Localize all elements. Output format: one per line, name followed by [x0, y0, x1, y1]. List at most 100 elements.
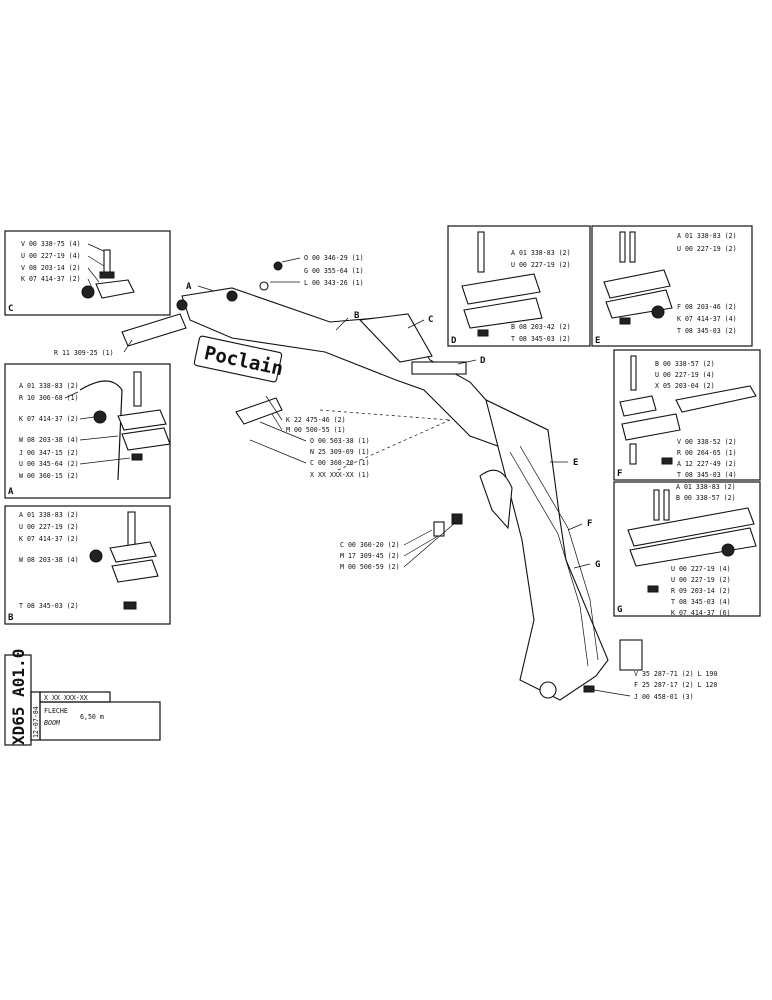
detail-panel-b-frame	[4, 505, 171, 625]
link-plate	[433, 521, 445, 537]
detail-panel-a-frame	[4, 363, 171, 499]
callout-label: F	[587, 519, 592, 529]
clamp-block-icon	[121, 427, 171, 451]
part-label: A 01 338-83 (2)	[511, 249, 571, 257]
panel-letter: E	[595, 336, 600, 346]
bushing-icon	[81, 285, 95, 299]
clamp-block-icon	[605, 289, 673, 319]
part-label: R 10 306-68 (1)	[19, 394, 79, 402]
panel-letter: G	[617, 605, 622, 615]
clamp-block-icon	[629, 527, 757, 567]
part-label: B 08 203-42 (2)	[511, 323, 571, 331]
panel-letter: A	[8, 487, 14, 497]
part-label: T 08 345-03 (2)	[677, 327, 737, 335]
bushing-icon	[721, 543, 735, 557]
boom-head	[358, 313, 433, 363]
part-label: V 35 287-71 (2) L 190	[634, 670, 717, 678]
part-label: F 08 203-46 (2)	[677, 303, 737, 311]
part-label: U 00 227-19 (2)	[671, 576, 731, 584]
part-label: V 08 203-14 (2)	[21, 264, 81, 272]
part-label: A 01 338-83 (2)	[676, 483, 736, 491]
part-label: A 12 227-49 (2)	[677, 460, 737, 468]
detail-panel-c: V 00 338-75 (4) U 00 227-19 (4) V 08 203…	[4, 230, 171, 316]
hose-icon	[79, 380, 123, 481]
clamp-block-icon	[627, 507, 755, 547]
clamp-block-icon	[111, 559, 159, 583]
top-clamp-plate	[411, 361, 467, 375]
part-label: T 08 345-03 (2)	[19, 602, 79, 610]
clamp-block-icon	[621, 413, 681, 441]
nut-icon	[123, 601, 137, 610]
hydraulic-line	[509, 451, 589, 667]
part-label: K 07 414-37 (2)	[19, 415, 79, 423]
grease-nipple-icon	[273, 261, 283, 271]
part-label: C 00 360-20 (1)	[310, 459, 370, 467]
bushing-icon	[651, 305, 665, 319]
detail-panel-a: A 01 338-83 (2) R 10 306-68 (1) K 07 414…	[4, 363, 171, 499]
part-label: L 00 343-26 (1)	[304, 279, 364, 287]
part-label: T 08 345-03 (4)	[671, 598, 731, 606]
callout-label: A	[186, 282, 192, 292]
detail-panel-g: A 01 338-83 (2) B 00 338-57 (2) U 00 227…	[613, 481, 761, 617]
nut-icon	[477, 329, 489, 337]
part-label: V 00 338-52 (2)	[677, 438, 737, 446]
boom-foot-boss	[539, 681, 557, 699]
bolt-icon	[127, 511, 136, 547]
clamp-block-icon	[463, 297, 543, 329]
boom-pin-eye	[226, 290, 238, 302]
bolt-icon	[663, 489, 670, 521]
bolt-icon	[477, 231, 485, 273]
boom-assembly	[121, 287, 643, 701]
bushing-sleeve	[619, 639, 643, 671]
bolt-icon	[103, 249, 111, 275]
part-label: B 00 338-57 (2)	[676, 494, 736, 502]
callout-label: B	[354, 311, 360, 321]
bushing-icon	[89, 549, 103, 563]
part-label: T 08 345-03 (4)	[677, 471, 737, 479]
hydraulic-line	[519, 445, 599, 661]
detail-panel-e-frame	[591, 225, 753, 347]
pivot-pin	[121, 313, 187, 347]
title-english: BOOM	[44, 719, 61, 727]
callout-label: C	[428, 315, 433, 325]
nut-icon	[619, 317, 631, 325]
panel-letter: B	[8, 613, 14, 623]
bushing-icon	[93, 410, 107, 424]
callout-label: D	[480, 356, 486, 366]
detail-panel-f-frame	[613, 349, 761, 481]
clamp-block-icon	[117, 409, 167, 431]
callout-label: E	[573, 458, 578, 468]
part-label: W 08 203-38 (4)	[19, 556, 79, 564]
part-label: R 11 309-25 (1)	[54, 349, 114, 357]
part-label: R 00 264-65 (1)	[677, 449, 737, 457]
clamp-block-icon	[109, 541, 157, 563]
part-label: A 01 338-83 (2)	[19, 382, 79, 390]
panel-letter: D	[451, 336, 457, 346]
part-label: M 00 500-55 (1)	[286, 426, 346, 434]
panel-letter: C	[8, 304, 13, 314]
part-label: K 07 414-37 (2)	[21, 275, 81, 283]
clamp-block-icon	[95, 279, 135, 299]
washer-icon	[99, 271, 115, 279]
part-label: U 00 227-19 (2)	[511, 261, 571, 269]
clamp-block-icon	[461, 273, 541, 305]
part-label: G 00 355-64 (1)	[304, 267, 364, 275]
part-label: K 07 414-37 (6)	[671, 609, 731, 617]
part-label: A 01 338-83 (2)	[19, 511, 79, 519]
detail-panel-d: A 01 338-83 (2) U 00 227-19 (2) B 08 203…	[447, 225, 591, 347]
part-label: R 09 203-14 (2)	[671, 587, 731, 595]
grease-fitting	[583, 685, 595, 693]
part-label: T 08 345-03 (2)	[511, 335, 571, 343]
title-block: XD65 A01.0 12-07-84 X XX XXX-XX FLECHE B…	[4, 649, 161, 746]
part-label: U 00 227-19 (2)	[19, 523, 79, 531]
part-label: U 00 227-19 (4)	[21, 252, 81, 260]
main-part-labels: O 00 346-29 (1) G 00 355-64 (1) L 00 343…	[54, 254, 717, 701]
part-label: J 00 458-01 (3)	[634, 693, 694, 701]
detail-panel-g-frame	[613, 481, 761, 617]
detail-panel-f: B 00 338-57 (2) U 00 227-19 (4) X 05 203…	[613, 349, 761, 481]
part-label: U 00 227-19 (4)	[671, 565, 731, 573]
drawing-serial: X XX XXX-XX	[44, 694, 88, 702]
bolt-icon	[653, 489, 660, 521]
detail-panel-e: A 01 338-83 (2) U 00 227-19 (2) F 08 203…	[591, 225, 753, 347]
clamp-block-icon	[603, 269, 671, 299]
